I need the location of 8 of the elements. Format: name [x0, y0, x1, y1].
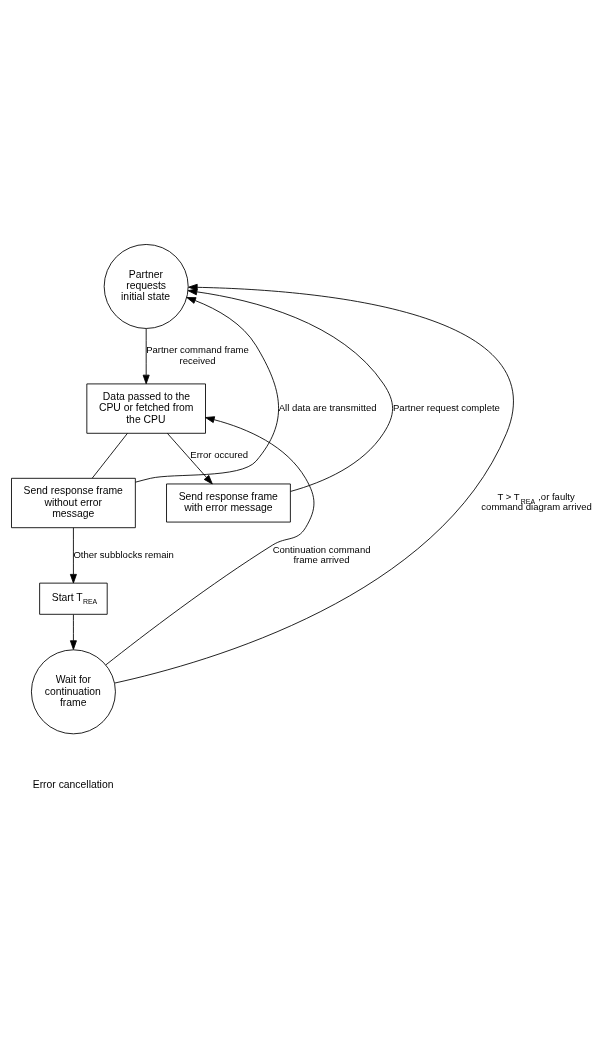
- edge-label: Partner request complete: [393, 402, 500, 414]
- edge-label: T > T$_{REA}$ ,or faulty command diagram arrived: [481, 491, 592, 512]
- edge-label: Other subblocks remain: [73, 548, 174, 560]
- edge-label: Partner command frame received: [146, 344, 249, 366]
- edge-label: All data are transmitted: [278, 402, 377, 414]
- edge-label: Continuation command frame arrived: [272, 543, 371, 566]
- label: Error cancellation: [32, 778, 114, 790]
- edge-label: Error occured: [190, 449, 249, 461]
